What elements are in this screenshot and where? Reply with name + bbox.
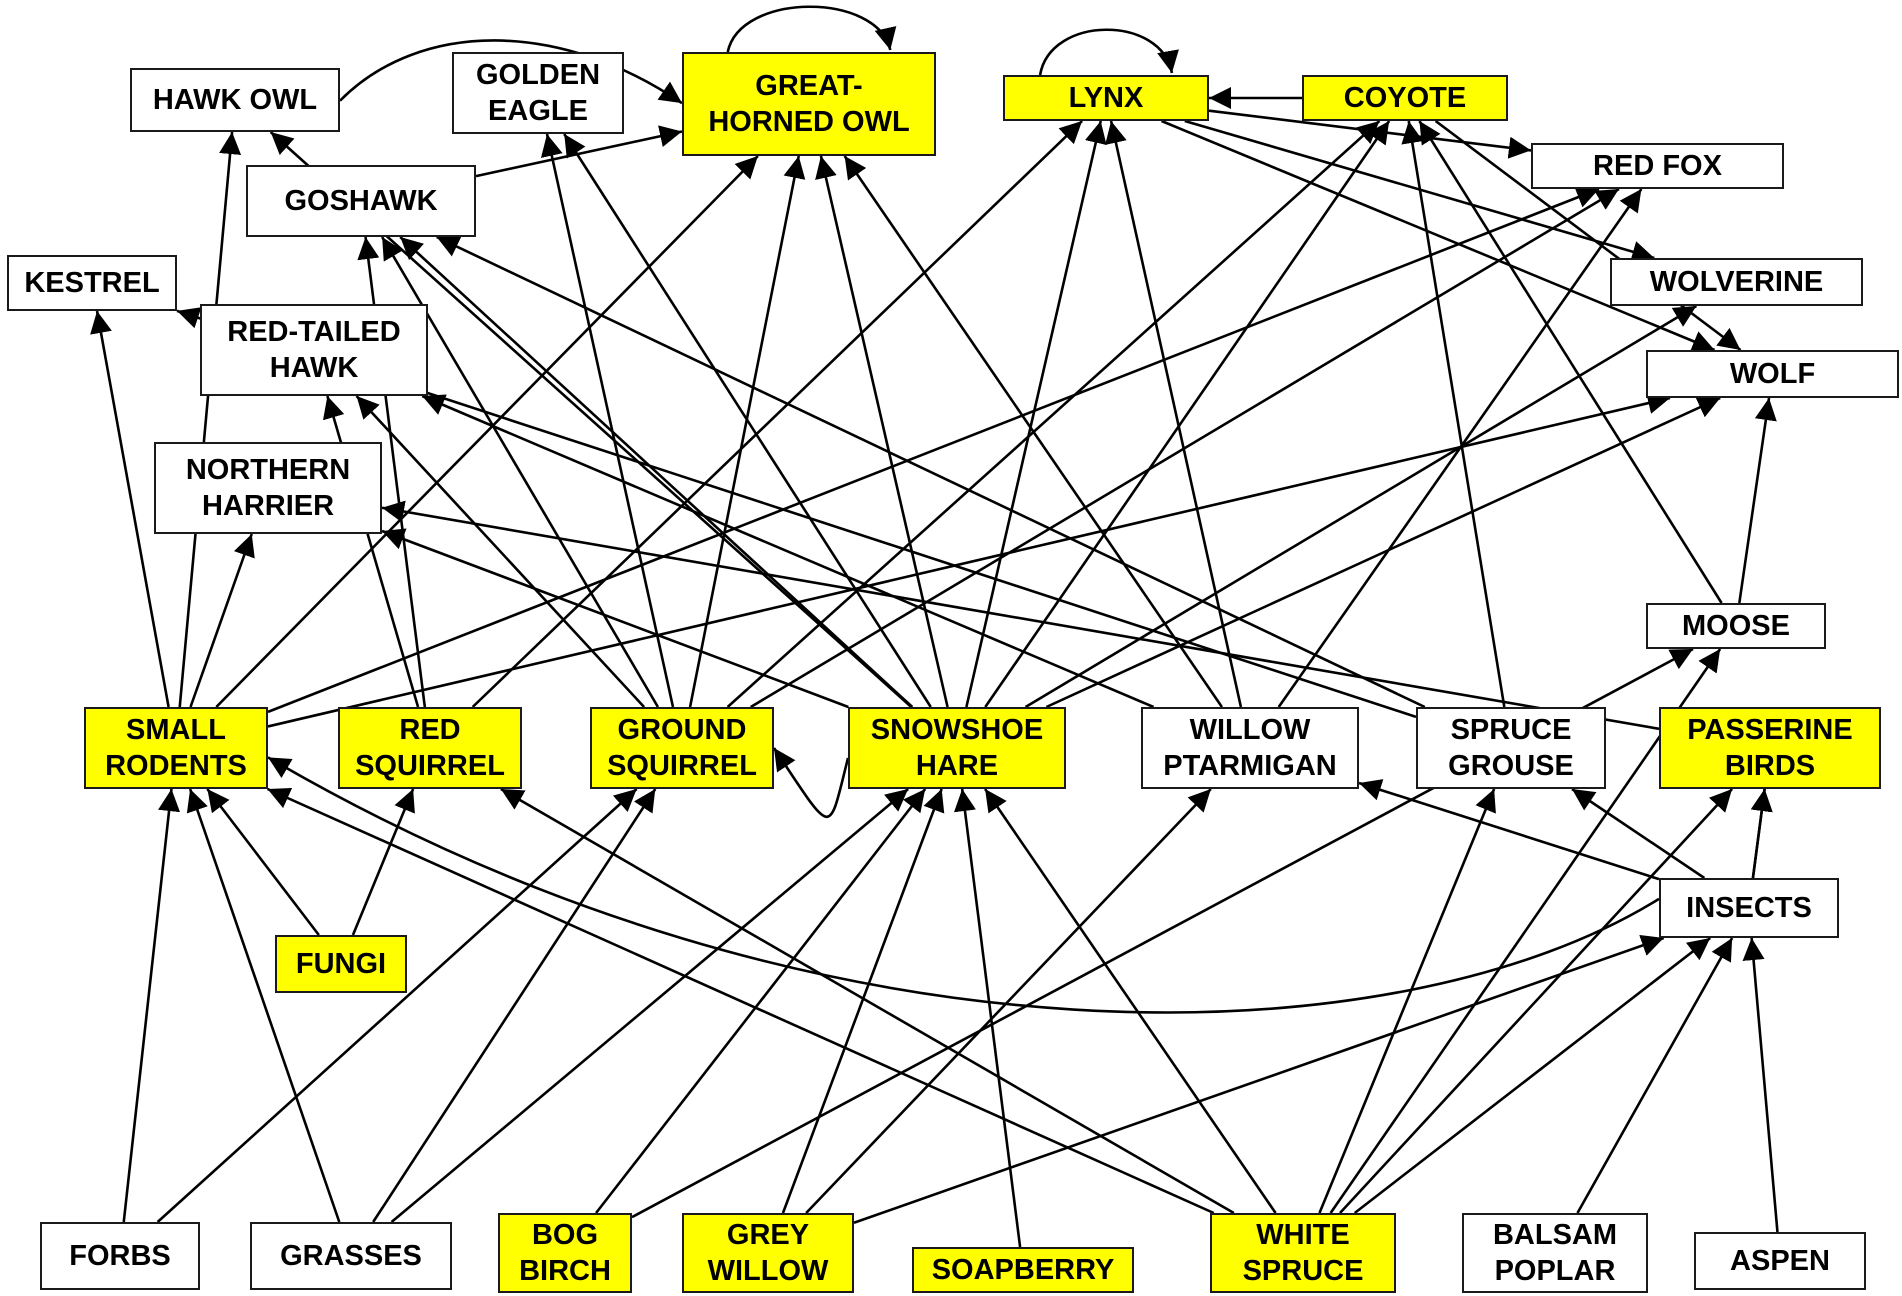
arrow-grasses-to-snowshoe-hare	[390, 788, 909, 1223]
arrow-snowshoe-hare-to-golden-eagle	[563, 133, 932, 708]
arrow-soapberry-to-snowshoe-hare	[953, 788, 1022, 1248]
node-coyote: COYOTE	[1302, 75, 1508, 121]
node-forbs: FORBS	[40, 1222, 200, 1290]
arrow-willow-ptarmigan-to-great-horned-owl	[843, 155, 1223, 708]
arrow-grey-willow-to-willow-ptarmigan	[805, 788, 1212, 1214]
arrow-insects-to-willow-ptarmigan	[1358, 779, 1660, 881]
arrow-grasses-to-ground-squirrel	[372, 788, 657, 1223]
node-red-squirrel: RED SQUIRREL	[338, 707, 522, 789]
arrow-bog-birch-to-snowshoe-hare	[595, 788, 927, 1214]
arrow-red-squirrel-to-lynx	[471, 120, 1083, 708]
arrow-white-spruce-to-passerine-birds	[1339, 788, 1734, 1214]
arrow-white-spruce-to-insects	[1353, 936, 1712, 1215]
arrow-small-rodents-to-red-fox	[267, 186, 1600, 714]
node-willow-ptarmigan: WILLOW PTARMIGAN	[1141, 707, 1359, 789]
arrow-hawk-owl-to-great-horned-owl	[339, 39, 683, 105]
arrow-grey-willow-to-snowshoe-hare	[781, 788, 945, 1214]
arrow-snowshoe-hare-to-goshawk	[399, 236, 914, 708]
arrow-white-spruce-to-red-squirrel	[500, 787, 1235, 1215]
arrow-ground-squirrel-to-goshawk	[381, 236, 660, 708]
arrow-snowshoe-hare-to-lynx	[965, 120, 1107, 708]
arrow-willow-ptarmigan-to-lynx	[1105, 120, 1243, 708]
node-aspen: ASPEN	[1694, 1232, 1866, 1290]
node-balsam-poplar: BALSAM POPLAR	[1462, 1213, 1648, 1293]
arrow-fungi-to-small-rodents	[206, 788, 320, 936]
arrow-white-spruce-to-small-rodents	[266, 787, 1215, 1215]
arrow-ground-squirrel-to-coyote	[726, 120, 1381, 708]
arrow-insects-to-small-rodents	[267, 756, 1660, 1014]
arrow-ground-squirrel-to-great-horned-owl	[688, 155, 806, 708]
arrow-grasses-to-small-rodents	[186, 788, 341, 1223]
arrow-lynx-to-lynx	[1038, 28, 1179, 76]
arrow-snowshoe-hare-to-wolverine	[1024, 304, 1698, 709]
node-grasses: GRASSES	[250, 1222, 452, 1290]
node-moose: MOOSE	[1646, 603, 1826, 649]
arrow-grey-willow-to-insects	[853, 934, 1665, 1224]
arrow-white-spruce-to-snowshoe-hare	[984, 788, 1277, 1214]
node-white-spruce: WHITE SPRUCE	[1210, 1213, 1396, 1293]
arrow-great-horned-owl-to-great-horned-owl	[726, 5, 897, 53]
arrow-ground-squirrel-to-golden-eagle	[540, 133, 675, 708]
node-insects: INSECTS	[1659, 878, 1839, 938]
arrow-insects-to-passerine-birds	[1750, 788, 1773, 879]
arrow-passerine-birds-to-northern-harrier	[381, 500, 1660, 731]
arrow-willow-ptarmigan-to-red-tailed-hawk	[421, 394, 1155, 709]
arrow-balsam-poplar-to-insects	[1576, 937, 1734, 1214]
arrow-small-rodents-to-great-horned-owl	[215, 155, 759, 708]
arrow-moose-to-wolf	[1738, 397, 1777, 604]
node-spruce-grouse: SPRUCE GROUSE	[1416, 707, 1606, 789]
arrow-forbs-to-small-rodents	[122, 788, 181, 1223]
node-ground-squirrel: GROUND SQUIRREL	[590, 707, 774, 789]
arrow-lynx-to-wolf	[1161, 119, 1716, 352]
arrow-small-rodents-to-northern-harrier	[189, 533, 255, 708]
node-grey-willow: GREY WILLOW	[682, 1213, 854, 1293]
arrow-aspen-to-insects	[1742, 937, 1779, 1233]
arrow-insects-to-spruce-grouse	[1571, 787, 1706, 880]
node-red-tailed-hawk: RED-TAILED HAWK	[200, 304, 428, 396]
node-bog-birch: BOG BIRCH	[498, 1213, 632, 1293]
node-wolf: WOLF	[1646, 350, 1899, 398]
node-fungi: FUNGI	[275, 935, 407, 993]
node-northern-harrier: NORTHERN HARRIER	[154, 442, 382, 534]
node-passerine-birds: PASSERINE BIRDS	[1659, 707, 1881, 789]
node-soapberry: SOAPBERRY	[912, 1247, 1134, 1293]
arrow-snowshoe-hare-to-ground-squirrel	[772, 747, 850, 819]
arrow-small-rodents-to-hawk-owl	[178, 131, 242, 708]
node-wolverine: WOLVERINE	[1610, 258, 1863, 306]
node-great-horned-owl: GREAT- HORNED OWL	[682, 52, 936, 156]
arrow-snowshoe-hare-to-wolf	[1045, 396, 1721, 709]
arrow-willow-ptarmigan-to-red-fox	[1277, 188, 1643, 708]
node-red-fox: RED FOX	[1531, 143, 1784, 189]
arrow-spruce-grouse-to-coyote	[1401, 120, 1506, 708]
node-kestrel: KESTREL	[7, 255, 177, 311]
arrow-ground-squirrel-to-red-tailed-hawk	[355, 395, 646, 708]
node-small-rodents: SMALL RODENTS	[84, 707, 268, 789]
arrow-small-rodents-to-kestrel	[90, 310, 170, 708]
arrow-spruce-grouse-to-goshawk	[436, 235, 1426, 709]
node-lynx: LYNX	[1003, 75, 1209, 121]
arrow-snowshoe-hare-to-coyote	[984, 120, 1391, 708]
arrow-moose-to-coyote	[1418, 120, 1723, 604]
arrow-white-spruce-to-moose	[1329, 648, 1722, 1214]
arrow-goshawk-to-great-horned-owl	[475, 125, 683, 178]
arrow-white-spruce-to-spruce-grouse	[1318, 788, 1496, 1214]
arrow-fungi-to-red-squirrel	[351, 788, 415, 936]
node-hawk-owl: HAWK OWL	[130, 68, 340, 132]
arrow-snowshoe-hare-to-great-horned-owl	[815, 155, 949, 708]
arrow-small-rodents-to-wolf	[267, 392, 1671, 728]
node-golden-eagle: GOLDEN EAGLE	[452, 52, 624, 134]
node-snowshoe-hare: SNOWSHOE HARE	[848, 707, 1066, 789]
node-goshawk: GOSHAWK	[246, 165, 476, 237]
arrow-snowshoe-hare-to-northern-harrier	[381, 528, 849, 709]
arrow-forbs-to-ground-squirrel	[156, 788, 638, 1223]
